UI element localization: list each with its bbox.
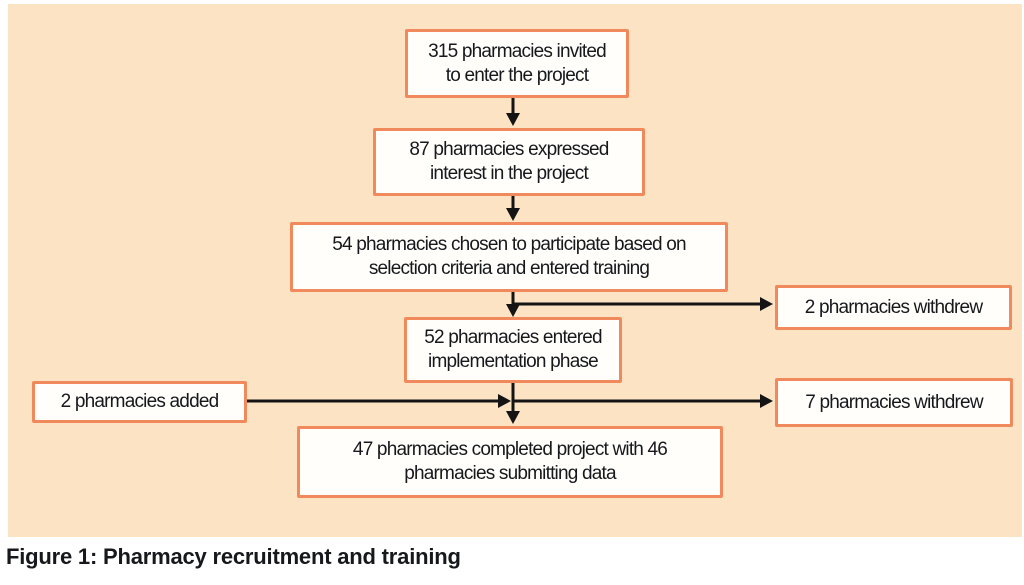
flow-node-chosen: 54 pharmacies chosen to participate base…	[290, 222, 728, 292]
flow-node-chosen-line1: 54 pharmacies chosen to participate base…	[332, 234, 686, 255]
flow-node-withdrew-implementation-line1: 7 pharmacies withdrew	[805, 391, 983, 413]
figure-caption: Figure 1: Pharmacy recruitment and train…	[6, 544, 461, 569]
flow-node-implementation-line1: 52 pharmacies entered	[424, 327, 602, 348]
flow-node-interest-line2: interest in the project	[430, 163, 589, 184]
flow-node-invited-line1: 315 pharmacies invited	[428, 40, 607, 62]
flow-node-interest: 87 pharmacies expressed interest in the …	[373, 128, 645, 196]
flow-node-withdrew-implementation: 7 pharmacies withdrew	[775, 378, 1013, 427]
flow-node-implementation: 52 pharmacies entered implementation pha…	[404, 317, 622, 383]
flow-node-withdrew-training-line1: 2 pharmacies withdrew	[804, 296, 983, 318]
flow-node-invited: 315 pharmacies invited to enter the proj…	[405, 29, 629, 98]
flow-node-completed-line1: 47 pharmacies completed project with 46	[352, 439, 668, 460]
flow-node-added: 2 pharmacies added	[32, 381, 247, 423]
flow-node-added-line1: 2 pharmacies added	[60, 391, 220, 412]
flow-node-completed-line2: pharmacies submitting data	[404, 463, 616, 484]
flow-node-invited-line2: to enter the project	[445, 64, 589, 86]
flow-node-completed: 47 pharmacies completed project with 46 …	[297, 426, 723, 498]
flow-node-chosen-line2: selection criteria and entered training	[368, 258, 650, 279]
flow-node-withdrew-training: 2 pharmacies withdrew	[775, 285, 1012, 330]
flow-node-interest-line1: 87 pharmacies expressed	[409, 139, 609, 160]
flow-node-implementation-line2: implementation phase	[428, 351, 599, 372]
